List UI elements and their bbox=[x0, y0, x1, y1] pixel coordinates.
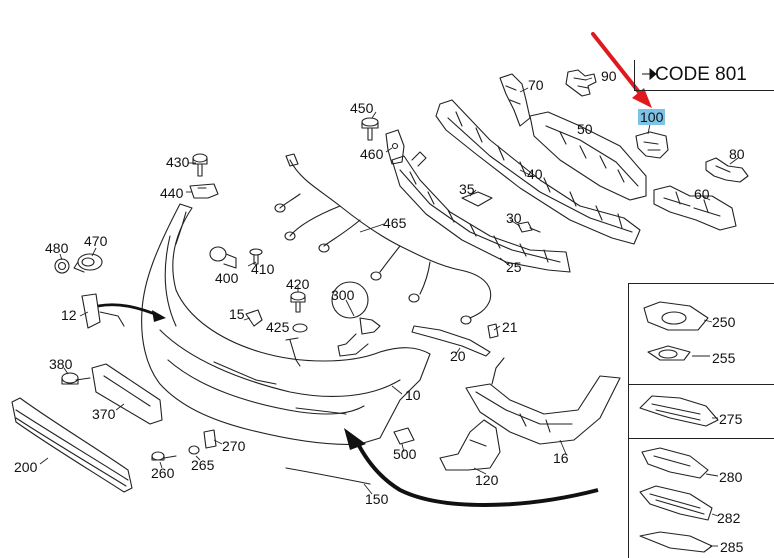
part-35-strip bbox=[461, 191, 493, 207]
label-200[interactable]: 200 bbox=[14, 459, 38, 475]
label-70[interactable]: 70 bbox=[528, 77, 544, 93]
label-500[interactable]: 500 bbox=[393, 446, 417, 462]
part-21-clip bbox=[487, 323, 499, 339]
part-280-frame bbox=[641, 447, 709, 479]
label-25[interactable]: 25 bbox=[506, 259, 522, 275]
part-440-clip bbox=[189, 183, 219, 199]
part-30-clip bbox=[517, 221, 541, 233]
part-370-bracket bbox=[91, 363, 163, 425]
label-20[interactable]: 20 bbox=[450, 348, 466, 364]
label-282[interactable]: 282 bbox=[717, 510, 741, 526]
label-21[interactable]: 21 bbox=[502, 319, 518, 335]
label-370[interactable]: 370 bbox=[92, 406, 116, 422]
label-255[interactable]: 255 bbox=[712, 350, 736, 366]
label-425[interactable]: 425 bbox=[266, 319, 290, 335]
part-270-clip bbox=[203, 429, 217, 449]
part-380-screw bbox=[61, 372, 91, 385]
label-250[interactable]: 250 bbox=[712, 314, 736, 330]
part-80-bracket bbox=[705, 157, 749, 183]
part-500-clip bbox=[393, 427, 415, 445]
part-40-bumper-carrier bbox=[435, 99, 641, 245]
part-12-bracket bbox=[81, 293, 125, 329]
label-465[interactable]: 465 bbox=[383, 215, 407, 231]
label-270[interactable]: 270 bbox=[222, 438, 246, 454]
part-120-bracket bbox=[439, 419, 501, 471]
part-450-screw bbox=[361, 117, 379, 141]
part-15-clip bbox=[245, 309, 263, 327]
part-460-clip bbox=[385, 129, 405, 165]
label-430[interactable]: 430 bbox=[166, 154, 190, 170]
label-300[interactable]: 300 bbox=[331, 287, 355, 303]
label-280[interactable]: 280 bbox=[719, 469, 743, 485]
red-arrow-indicator bbox=[591, 32, 652, 108]
label-410[interactable]: 410 bbox=[251, 261, 275, 277]
part-250-cover bbox=[643, 301, 709, 331]
label-450[interactable]: 450 bbox=[350, 100, 374, 116]
label-15[interactable]: 15 bbox=[229, 306, 245, 322]
part-16-guide bbox=[465, 357, 621, 445]
callout-arrows bbox=[97, 303, 599, 507]
variant-panel bbox=[628, 283, 774, 558]
label-275[interactable]: 275 bbox=[719, 411, 743, 427]
label-460[interactable]: 460 bbox=[360, 146, 384, 162]
code-arrow-icon bbox=[642, 67, 657, 81]
part-275-insert bbox=[639, 395, 719, 427]
part-70-bracket bbox=[499, 73, 531, 127]
part-100-bracket bbox=[635, 131, 669, 159]
part-265-washer bbox=[188, 445, 200, 455]
part-465-wiring-harness bbox=[274, 153, 492, 325]
label-260[interactable]: 260 bbox=[151, 465, 175, 481]
label-480[interactable]: 480 bbox=[45, 240, 69, 256]
label-265[interactable]: 265 bbox=[191, 457, 215, 473]
label-10[interactable]: 10 bbox=[405, 387, 421, 403]
label-380[interactable]: 380 bbox=[49, 356, 73, 372]
part-260-screw bbox=[151, 451, 177, 461]
label-35[interactable]: 35 bbox=[459, 181, 475, 197]
part-300-washer-nozzle bbox=[331, 281, 381, 357]
part-25-lower-carrier bbox=[391, 151, 571, 273]
label-470[interactable]: 470 bbox=[84, 233, 108, 249]
part-400-sensor bbox=[209, 246, 237, 269]
part-255-trim bbox=[647, 345, 691, 361]
part-150-strip bbox=[285, 467, 371, 485]
part-480-ring bbox=[54, 258, 70, 274]
code-box-label: CODE 801 bbox=[655, 64, 747, 85]
part-60-energy-absorber bbox=[653, 185, 737, 231]
label-100-highlighted[interactable]: 100 bbox=[638, 109, 666, 125]
part-90-bracket bbox=[565, 69, 597, 97]
label-80[interactable]: 80 bbox=[729, 146, 745, 162]
label-420[interactable]: 420 bbox=[286, 276, 310, 292]
part-20-strip bbox=[411, 325, 491, 357]
panel-divider-1 bbox=[628, 384, 774, 385]
label-50[interactable]: 50 bbox=[577, 121, 593, 137]
part-410-screw bbox=[249, 248, 263, 265]
part-470-sensor bbox=[73, 253, 103, 273]
part-430-screw bbox=[192, 153, 208, 177]
label-16[interactable]: 16 bbox=[553, 450, 569, 466]
label-40[interactable]: 40 bbox=[527, 166, 543, 182]
label-120[interactable]: 120 bbox=[475, 472, 499, 488]
part-50-energy-absorber bbox=[529, 111, 647, 201]
leader-lines bbox=[39, 77, 739, 547]
panel-divider-2 bbox=[628, 438, 774, 439]
label-285[interactable]: 285 bbox=[720, 539, 744, 555]
label-150[interactable]: 150 bbox=[365, 491, 389, 507]
part-425-washer bbox=[292, 323, 308, 333]
code-box: CODE 801 bbox=[634, 60, 774, 91]
part-420-screw bbox=[290, 291, 306, 313]
label-440[interactable]: 440 bbox=[160, 185, 184, 201]
label-400[interactable]: 400 bbox=[215, 270, 239, 286]
part-282-grille bbox=[639, 485, 713, 521]
part-10-bumper-cover bbox=[141, 203, 431, 445]
label-90[interactable]: 90 bbox=[601, 68, 617, 84]
label-12[interactable]: 12 bbox=[61, 307, 77, 323]
part-200-grille bbox=[11, 397, 133, 493]
label-30[interactable]: 30 bbox=[506, 210, 522, 226]
label-60[interactable]: 60 bbox=[694, 186, 710, 202]
